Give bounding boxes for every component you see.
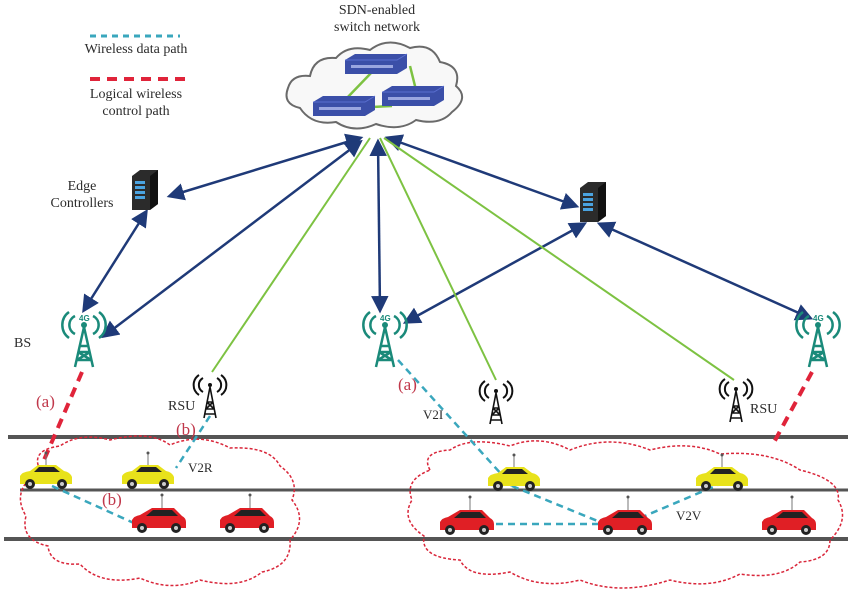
bs-badge-middle: 4G xyxy=(380,314,391,323)
sdn-title-line2: switch network xyxy=(334,20,420,35)
path-a-middle-label: (a) xyxy=(398,375,417,394)
rsu-tower-left xyxy=(192,374,228,419)
control-links xyxy=(82,133,814,339)
sdn-title-line1: SDN-enabled xyxy=(338,3,416,18)
legend-wireless-data-label: Wireless data path xyxy=(84,42,188,57)
vehicle-cluster-right xyxy=(407,440,844,589)
car-red-4 xyxy=(597,495,653,536)
road-lines xyxy=(4,435,848,541)
edge-controller-left xyxy=(132,170,158,210)
edge-controllers-label: Edge Controllers xyxy=(40,178,124,212)
legend-control-path-line2: control path xyxy=(102,104,170,119)
rsu-tower-middle xyxy=(478,380,514,425)
rsu-right-label: RSU xyxy=(750,402,778,417)
edge-controllers-line1: Edge xyxy=(67,179,97,194)
car-yellow-4 xyxy=(695,453,749,492)
control-paths xyxy=(42,371,814,461)
rsu-links xyxy=(211,137,735,381)
car-red-1 xyxy=(131,493,187,534)
vehicle-cluster-left xyxy=(19,435,301,587)
car-yellow-1 xyxy=(19,451,73,490)
path-b-top-label: (b) xyxy=(176,420,196,439)
car-red-5 xyxy=(761,495,817,536)
path-a-left-label: (a) xyxy=(36,392,55,411)
rsu-tower-right xyxy=(718,378,754,423)
edge-controller-right xyxy=(580,182,606,222)
bs-badge-left: 4G xyxy=(79,314,90,323)
v2i-label: V2I xyxy=(423,407,444,422)
rsu-left-label: RSU xyxy=(168,399,196,414)
bs-badge-right: 4G xyxy=(813,314,824,323)
car-yellow-3 xyxy=(487,453,541,492)
car-yellow-2 xyxy=(121,451,175,490)
sdn-network-title: SDN-enabled switch network xyxy=(312,2,442,36)
v2v-label: V2V xyxy=(676,508,702,523)
car-red-3 xyxy=(439,495,495,536)
sdn-switch-3 xyxy=(312,95,376,117)
path-b-bottom-label: (b) xyxy=(102,490,122,509)
edge-controllers-line2: Controllers xyxy=(50,196,114,211)
v2r-label: V2R xyxy=(188,460,213,475)
legend-control-path-label: Logical wireless control path xyxy=(68,86,204,120)
car-red-2 xyxy=(219,493,275,534)
bs-label: BS xyxy=(14,336,32,351)
sdn-switch-2 xyxy=(381,85,445,107)
sdn-switch-1 xyxy=(344,53,408,75)
legend-control-path-line1: Logical wireless xyxy=(89,87,183,102)
